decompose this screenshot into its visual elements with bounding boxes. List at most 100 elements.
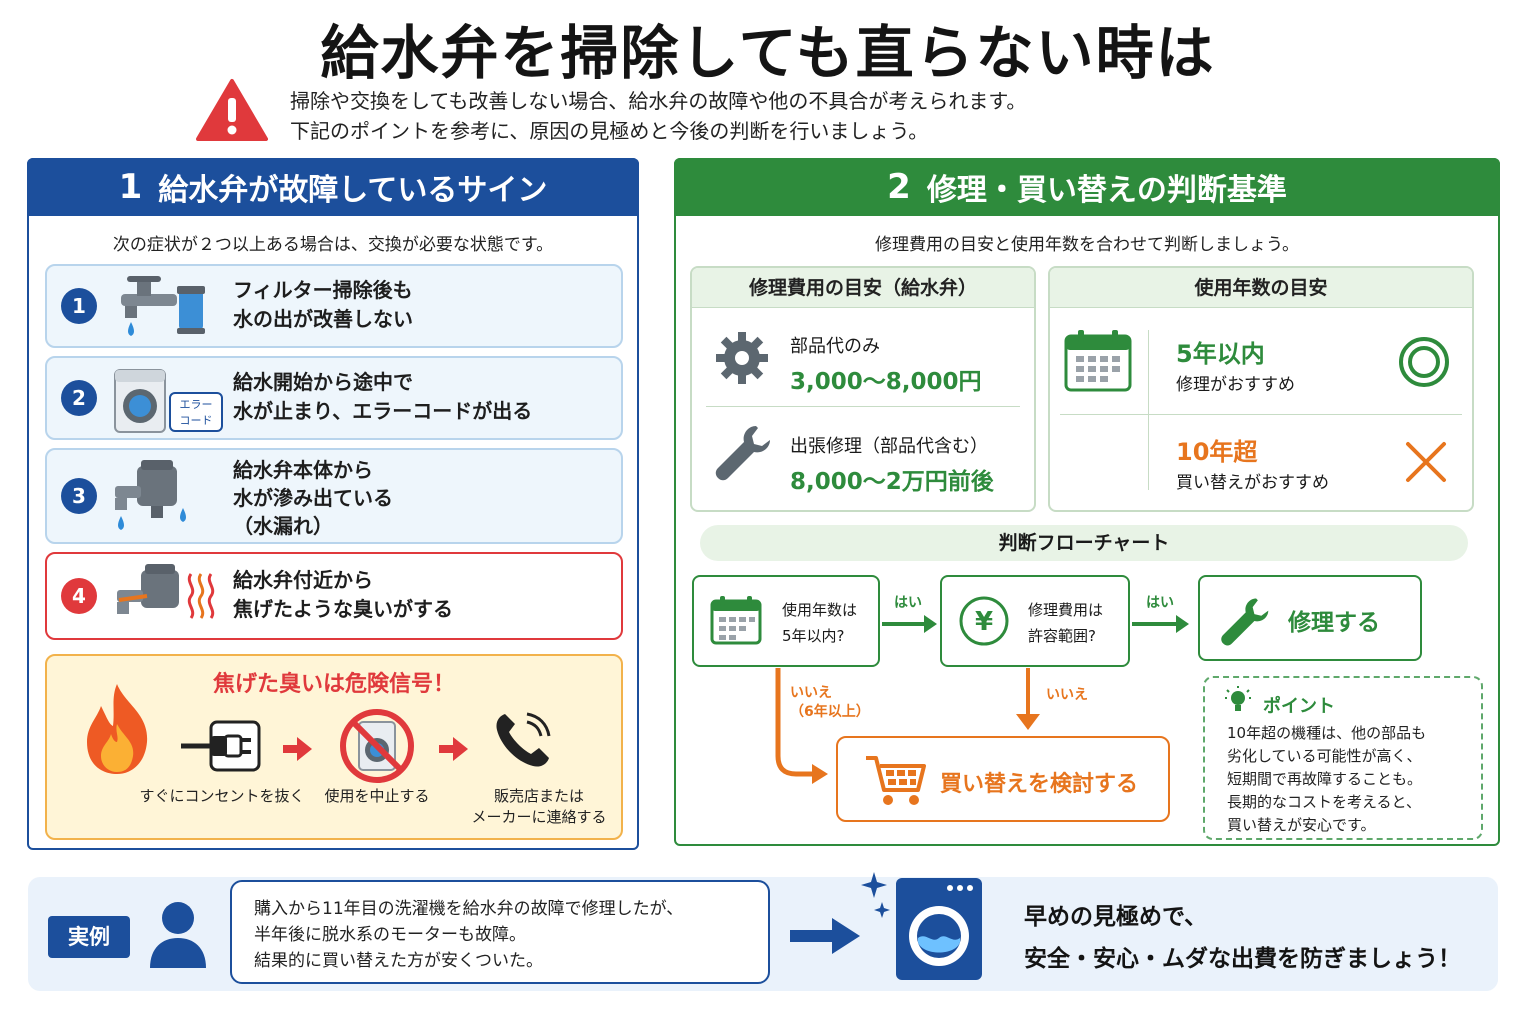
person-icon	[150, 902, 206, 968]
flow-yes-label: はい	[1146, 595, 1174, 611]
arrow-right-icon	[790, 918, 860, 954]
conclusion-line: 安全・安心・ムダな出費を防ぎましょう！	[1024, 946, 1461, 972]
page-title: 給水弁を掃除しても直らない時は	[320, 19, 1216, 87]
flow-question-text: 修理費用は 許容範囲?	[1028, 597, 1103, 649]
warning-icon	[196, 79, 268, 141]
flame-icon	[87, 684, 148, 774]
intro-text: 掃除や交換をしても改善しない場合、給水弁の故障や他の不具合が考えられます。 下記…	[290, 86, 1026, 146]
stop-use-icon	[340, 709, 414, 783]
section-number: 1	[118, 167, 143, 207]
question-line: 5年以内?	[782, 627, 845, 645]
step-line: 販売店または	[493, 787, 584, 805]
unplug-icon	[181, 720, 261, 772]
sign-item: 1 フィルター掃除後も 水の出が改善しない	[45, 264, 623, 348]
sign-line: 水が止まり、エラーコードが出る	[233, 399, 533, 423]
signs-note: 次の症状が２つ以上ある場合は、交換が必要な状態です。	[112, 235, 554, 255]
point-line: 長期的なコストを考えると、	[1227, 793, 1421, 811]
washing-machine-icon	[114, 369, 166, 433]
years-b-text: 買い替えがおすすめ	[1176, 473, 1329, 493]
section-heading: 給水弁が故障しているサイン	[158, 173, 548, 208]
danger-alert-box: 焦げた臭いは危険信号！ すぐにコンセントを抜く 使用を中止す	[45, 654, 623, 840]
leaking-valve-icon	[115, 460, 186, 530]
alert-step: 使用を中止する	[324, 787, 430, 805]
calendar-icon	[1064, 330, 1132, 392]
section-heading: 修理・買い替えの判断基準	[926, 173, 1287, 208]
signs-panel-header: 1 給水弁が故障しているサイン	[27, 158, 639, 216]
sign-line: 給水開始から途中で	[233, 370, 413, 394]
question-line: 修理費用は	[1028, 601, 1104, 619]
sign-line: 水が滲み出ている	[233, 486, 393, 510]
lightbulb-icon	[1225, 686, 1251, 711]
alert-step: 販売店または メーカーに連絡する	[451, 786, 627, 828]
cost-box-title: 修理費用の目安（給水弁）	[692, 268, 1034, 308]
sign-number: 4	[61, 578, 97, 614]
years-a-text: 修理がおすすめ	[1176, 375, 1295, 395]
replace-text: 買い替えを検討する	[940, 772, 1139, 797]
years-a-value: 5年以内	[1176, 340, 1265, 368]
visit-label: 出張修理（部品代含む）	[790, 436, 988, 457]
sign-text: 給水弁本体から 水が滲み出ている （水漏れ）	[233, 456, 393, 540]
example-label: 実例	[48, 916, 130, 958]
arrow-right-icon	[439, 737, 468, 761]
sign-item: 2 エラー コード 給水開始から途中で 水が止まり、エラーコードが出る	[45, 356, 623, 440]
badge-line: コード	[179, 414, 213, 427]
point-line: 短期間で再故障することも。	[1227, 770, 1423, 788]
flow-no-label: いいえ	[1046, 687, 1088, 703]
sign-text: 給水弁付近から 焦げたような臭いがする	[233, 566, 453, 624]
clean-washing-machine-icon	[861, 872, 982, 980]
wrench-icon	[1221, 598, 1269, 646]
sign-number: 2	[61, 380, 97, 416]
flow-no-label: いいえ （6年以上）	[790, 684, 870, 722]
sign-line: フィルター掃除後も	[233, 278, 413, 302]
sign-line: 焦げたような臭いがする	[233, 597, 453, 621]
example-text: 購入から11年目の洗濯機を給水弁の故障で修理したが、 半年後に脱水系のモーターも…	[254, 896, 683, 974]
conclusion-text: 早めの見極めで、 安全・安心・ムダな出費を防ぎましょう！	[1024, 896, 1461, 980]
phone-icon	[496, 712, 551, 767]
arrow-right-icon	[1132, 615, 1189, 633]
flowchart-title: 判断フローチャート	[700, 525, 1468, 561]
faucet-filter-icon	[121, 276, 205, 336]
sign-number: 1	[61, 288, 97, 324]
no-line: （6年以上）	[790, 704, 870, 720]
sign-line: （水漏れ）	[233, 514, 333, 538]
criteria-panel-header: 2 修理・買い替えの判断基準	[674, 158, 1500, 216]
example-line: 半年後に脱水系のモーターも故障。	[254, 925, 526, 945]
parts-value: 3,000～8,000円	[790, 369, 982, 395]
sign-line: 給水弁本体から	[233, 458, 373, 482]
sign-line: 給水弁付近から	[233, 568, 373, 592]
flow-result-repair: 修理する	[1198, 575, 1422, 661]
gear-icon	[716, 332, 768, 384]
repair-text: 修理する	[1288, 610, 1380, 636]
arrow-down-right-icon	[775, 668, 828, 784]
arrow-right-icon	[882, 615, 937, 633]
yen-symbol: ¥	[975, 607, 993, 637]
section-number: 2	[887, 167, 911, 207]
intro-line: 掃除や交換をしても改善しない場合、給水弁の故障や他の不具合が考えられます。	[290, 89, 1027, 113]
parts-label: 部品代のみ	[790, 336, 880, 357]
arrow-down-icon	[1016, 668, 1040, 730]
divider	[706, 406, 1020, 407]
point-line: 10年超の機種は、他の部品も	[1227, 724, 1427, 742]
flow-question-years: 使用年数は 5年以内?	[692, 575, 880, 667]
calendar-icon	[710, 596, 762, 645]
point-line: 劣化している可能性が高く、	[1227, 747, 1422, 765]
years-box: 使用年数の目安 5年以内 修理がおすすめ 10年超 買い替えがおすすめ	[1048, 266, 1474, 512]
example-line: 結果的に買い替えた方が安くついた。	[254, 951, 543, 971]
divider	[1060, 414, 1462, 415]
years-b-value: 10年超	[1176, 438, 1258, 466]
sign-number: 3	[61, 478, 97, 514]
flow-question-text: 使用年数は 5年以内?	[782, 597, 857, 649]
point-text: 10年超の機種は、他の部品も 劣化している可能性が高く、 短期間で再故障すること…	[1227, 722, 1426, 837]
point-title: ポイント	[1263, 696, 1335, 717]
divider	[1148, 330, 1149, 490]
example-line: 購入から11年目の洗濯機を給水弁の故障で修理したが、	[254, 899, 684, 919]
alert-title: 焦げた臭いは危険信号！	[212, 672, 455, 697]
cost-box: 修理費用の目安（給水弁） 部品代のみ 3,000～8,000円 出張修理（部品代…	[690, 266, 1036, 512]
sign-item-danger: 4 給水弁付近から 焦げたような臭いがする	[45, 552, 623, 640]
step-line: メーカーに連絡する	[471, 808, 607, 826]
sign-line: 水の出が改善しない	[233, 307, 413, 331]
flow-result-replace: 買い替えを検討する	[836, 736, 1170, 822]
badge-line: エラー	[179, 398, 213, 411]
question-line: 許容範囲?	[1028, 627, 1096, 645]
intro-line: 下記のポイントを参考に、原因の見極めと今後の判断を行いましょう。	[290, 119, 929, 143]
